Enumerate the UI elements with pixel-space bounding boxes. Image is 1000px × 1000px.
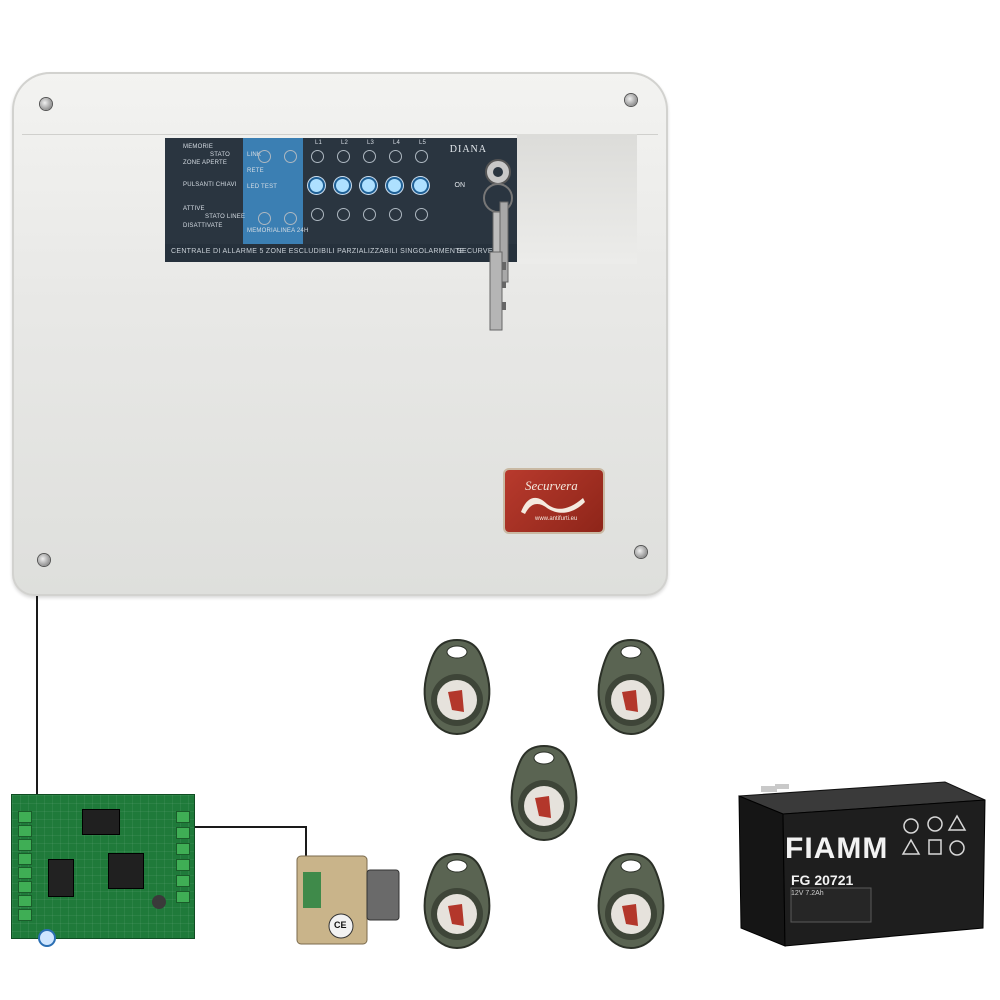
panel-brand-text: SECURVERA [457,248,504,255]
led-link [258,150,271,163]
terminal [18,909,32,921]
terminal [18,825,32,837]
screw-icon [635,546,647,558]
rfid-tag-4 [423,852,491,950]
securvera-logo: Securvera www.antifurti.eu [505,470,603,532]
terminal [176,891,190,903]
ce-mark: CE [334,920,347,930]
led-linea-24h [284,212,297,225]
key-icon[interactable] [476,142,526,334]
capacitor [152,895,166,909]
legend-attive: ATTIVE [183,206,205,212]
zone-led-top-5 [415,150,428,163]
receiver-circuit-board [12,795,194,947]
terminal [18,839,32,851]
zone-label-4: L4 [393,140,401,146]
screw-icon [38,554,50,566]
zone-button-3[interactable] [360,177,377,194]
front-indicator-panel: MEMORIE STATO ZONE APERTE PULSANTI CHIAV… [165,138,517,262]
legend-stato-linee: STATO LINEE [205,214,246,220]
led-rete [284,150,297,163]
terminal [176,827,190,839]
rfid-tag-5 [597,852,665,950]
legend-memorie: MEMORIE [183,144,214,150]
terminal [18,853,32,865]
legend-memoria: MEMORIA [247,228,278,234]
zone-button-1[interactable] [308,177,325,194]
legend-disattivate: DISATTIVATE [183,223,223,229]
legend-stato: STATO [210,152,231,158]
logo-brand: Securvera [525,478,578,493]
led-memoria [258,212,271,225]
relay [48,859,74,897]
zone-button-4[interactable] [386,177,403,194]
panel-description: CENTRALE DI ALLARME 5 ZONE ESCLUDIBILI P… [171,248,465,255]
legend-linea-24h: LINEA 24H [277,228,309,234]
terminal [18,867,32,879]
zone-led-bottom-2 [337,208,350,221]
zone-button-5[interactable] [412,177,429,194]
terminal [176,875,190,887]
zone-led-bottom-5 [415,208,428,221]
terminal [18,895,32,907]
legend-link: LINK [247,152,262,158]
terminal [176,859,190,871]
terminal [176,811,190,823]
zone-led-top-2 [337,150,350,163]
rfid-tag-3 [510,744,578,842]
zone-led-bottom-4 [389,208,402,221]
screw-icon [625,94,637,106]
legend-led-test: LED TEST [247,184,278,190]
zone-label-1: L1 [315,140,323,146]
backup-battery: FIAMM FG 20721 12V 7.2Ah [735,778,987,948]
wire-panel-to-pcb [36,596,38,796]
logo-url: www.antifurti.eu [535,516,578,522]
zone-button-2[interactable] [334,177,351,194]
terminal [176,843,190,855]
zone-led-top-1 [311,150,324,163]
zone-label-5: L5 [419,140,427,146]
battery-brand: FIAMM [785,832,889,865]
terminal [18,881,32,893]
microchip [82,809,120,835]
zone-led-bottom-1 [311,208,324,221]
zone-led-top-3 [363,150,376,163]
led-indicator [38,929,56,947]
zone-label-2: L2 [341,140,349,146]
wiegand-module [296,855,400,945]
legend-pulsanti: PULSANTI CHIAVI [183,182,237,188]
rfid-tag-1 [423,638,491,736]
key-on-label: ON [454,182,466,189]
legend-rete: RETE [247,168,264,174]
battery-model: FG 20721 [791,872,854,888]
panel-description-strip: CENTRALE DI ALLARME 5 ZONE ESCLUDIBILI P… [165,244,517,262]
cat-logo-icon [521,497,585,514]
microchip [108,853,144,889]
zone-led-top-4 [389,150,402,163]
zone-label-3: L3 [367,140,375,146]
zone-led-bottom-3 [363,208,376,221]
wire-pcb-to-module-h [194,826,306,828]
battery-spec: 12V 7.2Ah [791,890,824,897]
panel-recess [517,134,637,264]
panel-bevel [22,134,658,135]
battery-body [738,781,986,947]
legend-zone-aperte: ZONE APERTE [183,160,228,166]
wire-pcb-to-module-v [305,826,307,856]
rfid-tag-2 [597,638,665,736]
screw-icon [40,98,52,110]
model-name: DIANA [449,144,487,155]
terminal [18,811,32,823]
